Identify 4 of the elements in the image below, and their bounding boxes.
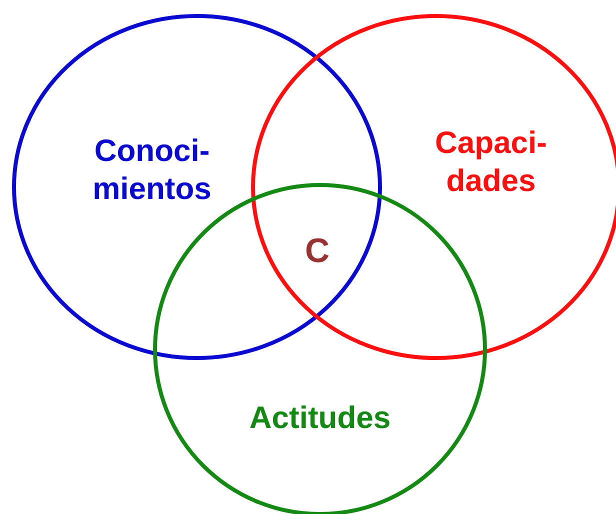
circle-label: Capaci- dades bbox=[434, 124, 548, 200]
circle-label: Conoci- mientos bbox=[92, 132, 212, 208]
circle-label: Actitudes bbox=[248, 399, 392, 437]
intersection-label: C bbox=[305, 232, 330, 270]
